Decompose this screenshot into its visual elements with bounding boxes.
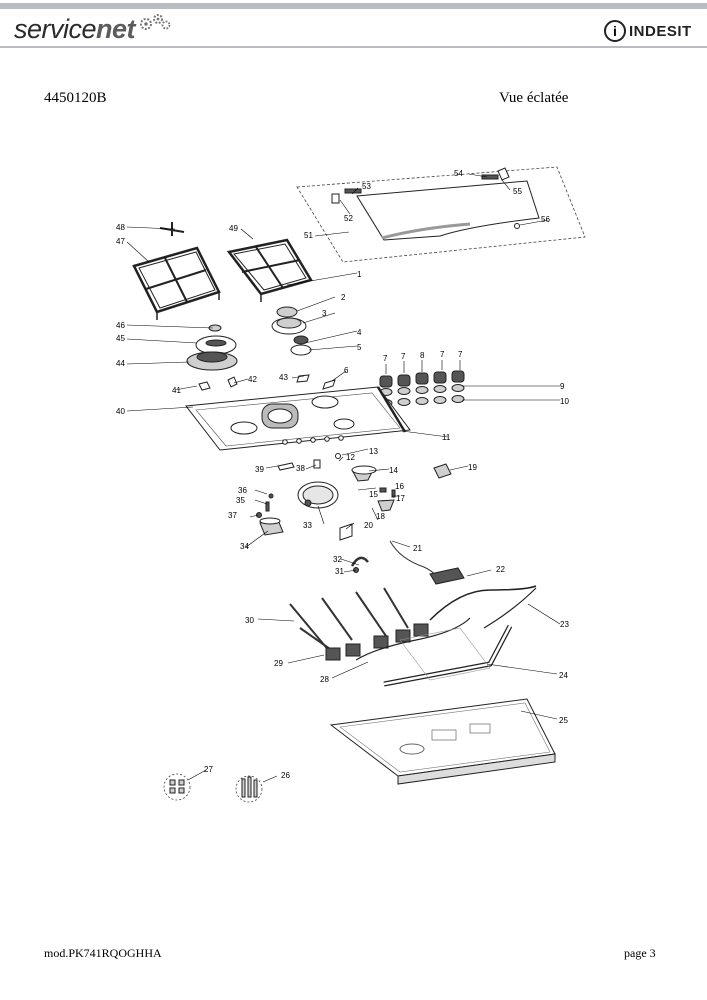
part-label-18: 18 (376, 512, 385, 521)
part-label-52: 52 (344, 214, 353, 223)
part-label-39: 39 (255, 465, 264, 474)
part-label-54: 54 (454, 169, 463, 178)
part-label-26: 26 (281, 771, 290, 780)
bottom-tray (329, 698, 556, 785)
part-label-49: 49 (229, 224, 238, 233)
part-label-23: 23 (560, 620, 569, 629)
footer-model: mod.PK741RQOGHHA (44, 946, 162, 960)
part-label-48: 48 (116, 223, 125, 232)
glass-cover-group (296, 166, 586, 263)
part-label-20: 20 (364, 521, 373, 530)
part-label-36: 36 (238, 486, 247, 495)
servicenet-logo: servicenet (14, 14, 136, 44)
part-label-13: 13 (369, 447, 378, 456)
brackets (198, 374, 336, 471)
part-label-41: 41 (172, 386, 181, 395)
part-label-53: 53 (362, 182, 371, 191)
part-label-7: 7 (458, 350, 463, 359)
indesit-logo: i INDESIT (604, 20, 692, 42)
part-label-47: 47 (116, 237, 125, 246)
header-rule (0, 46, 707, 48)
part-label-2: 2 (341, 293, 346, 302)
pan-support-left (132, 246, 221, 320)
part-label-38: 38 (296, 464, 305, 473)
part-label-56: 56 (541, 215, 550, 224)
part-label-46: 46 (116, 321, 125, 330)
part-label-10: 10 (560, 397, 569, 406)
part-label-21: 21 (413, 544, 422, 553)
part-label-19: 19 (468, 463, 477, 472)
view-title: Vue éclatée (499, 90, 569, 106)
part-label-6: 6 (344, 366, 349, 375)
part-label-37: 37 (228, 511, 237, 520)
brand-part-2: net (96, 14, 136, 44)
part-label-7: 7 (401, 352, 406, 361)
part-label-14: 14 (389, 466, 398, 475)
part-label-8: 8 (420, 351, 425, 360)
document-code: 4450120B (44, 90, 107, 106)
part-label-15: 15 (369, 490, 378, 499)
part-label-9: 9 (560, 382, 565, 391)
part-label-45: 45 (116, 334, 125, 343)
hob-top (185, 386, 411, 451)
part-label-4: 4 (357, 328, 362, 337)
spare-kits (163, 773, 263, 803)
part-label-31: 31 (335, 567, 344, 576)
part-label-7: 7 (440, 350, 445, 359)
part-label-34: 34 (240, 542, 249, 551)
part-label-35: 35 (236, 496, 245, 505)
part-label-12: 12 (346, 453, 355, 462)
part-label-16: 16 (395, 482, 404, 491)
part-label-27: 27 (204, 765, 213, 774)
part-label-43: 43 (279, 373, 288, 382)
part-label-42: 42 (248, 375, 257, 384)
gear-icon (140, 14, 171, 30)
part-label-51: 51 (304, 231, 313, 240)
brand-part-1: service (14, 14, 97, 44)
part-label-17: 17 (396, 494, 405, 503)
control-knobs (379, 370, 465, 407)
gas-circuit (289, 540, 537, 687)
inner-components (256, 453, 452, 541)
part-label-22: 22 (496, 565, 505, 574)
part-label-24: 24 (559, 671, 568, 680)
part-label-32: 32 (333, 555, 342, 564)
footer-page-number: page 3 (624, 946, 656, 960)
part-label-3: 3 (322, 309, 327, 318)
part-label-33: 33 (303, 521, 312, 530)
logo-initial: i (604, 20, 626, 42)
part-label-5: 5 (357, 343, 362, 352)
part-label-55: 55 (513, 187, 522, 196)
part-label-44: 44 (116, 359, 125, 368)
part-label-1: 1 (357, 270, 362, 279)
part-label-25: 25 (559, 716, 568, 725)
logo-text: INDESIT (629, 22, 692, 40)
part-label-40: 40 (116, 407, 125, 416)
part-label-29: 29 (274, 659, 283, 668)
part-label-11: 11 (442, 433, 451, 442)
burner-parts (186, 306, 312, 371)
part-label-7: 7 (383, 354, 388, 363)
header-top-bar (0, 3, 707, 9)
part-label-28: 28 (320, 675, 329, 684)
part-label-30: 30 (245, 616, 254, 625)
pan-support-right (226, 238, 313, 302)
leader-lines (126, 173, 561, 783)
